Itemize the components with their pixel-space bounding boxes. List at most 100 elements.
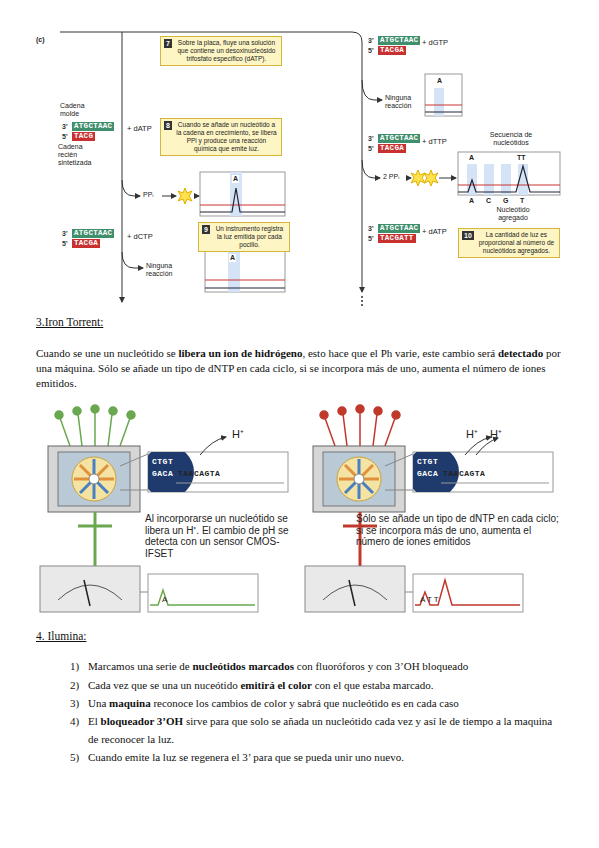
text-block: + dTTP [422,138,447,147]
light-flash [424,170,438,186]
label: + dTTP [422,137,447,146]
continuation-dots [361,300,363,302]
strand-sequence: ATGCTAAC [378,36,420,45]
strand-sequence: TACGATT [378,234,416,243]
callout-text: Cuando se añade un nucleótido a la caden… [175,121,278,153]
text-block: C [486,197,491,205]
inline-text: , esto hace que el Ph varie, este cambio… [302,347,497,359]
label: Cadena molde [60,102,85,117]
strand-end: 3' [368,225,378,232]
light-chart [205,287,285,288]
text-block: A [468,154,475,162]
text-block: 3.Iron Torrent: [36,316,103,329]
pyrosequencing-flow [194,196,199,197]
text-block: Nucleótido agregado [485,206,541,222]
text-block: 2 PPᵢ [383,173,399,181]
strand-end: 3' [62,230,72,237]
callout-number: 8 [164,121,172,130]
dna-strand: 5'TACG [62,132,95,141]
light-chart [200,188,285,212]
label: 4) [70,715,79,727]
label: C [486,197,491,204]
text-block: Ninguna reacción [146,262,186,278]
label: TAACAGTA [178,469,220,478]
text-block: El bloqueador 3’OH sirve para que solo s… [88,712,562,748]
strand-sequence: ATGCTAAC [72,229,114,238]
continuation-dots [361,296,363,298]
label: Cadena recién sintetizada [58,143,91,166]
strand-sequence: ATGCTAAC [72,122,114,131]
text-block: TAACAGTA [178,469,220,478]
label: Ninguna reacción [146,262,172,277]
label: + dATP [127,124,152,133]
text-block: A [436,77,443,85]
label: TAACAGTA [443,469,485,478]
label: Una [88,697,109,709]
label: GACA [152,469,173,478]
text-block: TT [516,154,527,162]
label: 2 PPᵢ [383,173,399,180]
label: 4. Ilumina: [36,630,86,642]
text-block: 5) [70,748,79,766]
strand-sequence: TACG [72,132,95,141]
inline-text: con fluoróforos y con 3’OH bloqueado [294,660,468,672]
inline-text: bloqueador 3’OH [101,715,184,727]
text-block: Marcamos una serie de nucleótidos marcad… [88,657,562,675]
label: Cuando se une un nucleótido se [36,347,178,359]
light-chart [484,164,494,195]
callout-box: 9Un instrumento registra la luz emitida … [198,222,290,252]
light-chart [425,74,462,116]
text-block: + dATP [127,125,152,134]
strand-end: 3' [368,135,378,142]
label: A [469,197,474,204]
illustration [305,405,553,612]
light-chart [501,164,511,195]
text-block: Al incorporarse un nucleótido se libera … [145,513,297,559]
text-block: A [229,254,236,262]
text-block: H⁺ [490,428,502,441]
strand-sequence: ATGCTAAC [378,224,420,233]
label: Nucleótido agregado [496,206,529,221]
pyrosequencing-flow [439,178,456,179]
inline-text: libera un ion de hidrógeno [178,347,302,359]
dna-strand: 3'ATGCTAAC [62,229,114,238]
label: Cada vez que se una un nuceótido [88,679,240,691]
label: TT [517,154,526,161]
text-block: H⁺ [232,428,244,441]
callout-text: Un instrumento registra la luz emitida p… [213,225,286,249]
text-block: 2) [70,676,79,694]
illustration [40,405,288,612]
dna-strand: 3'ATGCTAAC [368,36,420,45]
pyrosequencing-flow [122,180,140,196]
light-flash [178,188,192,204]
inline-text: maquina [109,697,151,709]
label: A T T [420,595,439,604]
text-block: T [520,197,524,205]
label: El [88,715,101,727]
strand-sequence: TACGA [378,144,406,153]
label: Marcamos una serie de [88,660,192,672]
text-block: G [503,197,508,205]
label: H⁺ [232,428,244,440]
label: G [503,197,508,204]
text-block: + dGTP [422,39,448,48]
label: Cuando emite la luz se regenera el 3’ pa… [88,751,404,763]
light-chart [228,250,240,292]
label: (c) [36,36,45,43]
callout-number: 7 [164,39,172,48]
label: A [230,254,235,261]
dna-strand: 3'ATGCTAAC [368,134,420,143]
text-block: 4. Ilumina: [36,630,86,643]
label: GACA [417,469,438,478]
strand-sequence: ATGCTAAC [378,134,420,143]
dna-strand: 5'TACGA [62,239,100,248]
label: CTGT [152,457,173,466]
pyrosequencing-flow [362,160,380,178]
text-block: Cadena recién sintetizada [58,143,102,167]
callout-box: 10La cantidad de luz es proporcional al … [458,228,560,258]
label: H⁺ [466,428,478,440]
light-chart [205,280,285,281]
text-block: Cada vez que se una un nuceótido emitirá… [88,676,562,694]
light-chart [425,105,462,106]
light-chart [200,172,285,216]
